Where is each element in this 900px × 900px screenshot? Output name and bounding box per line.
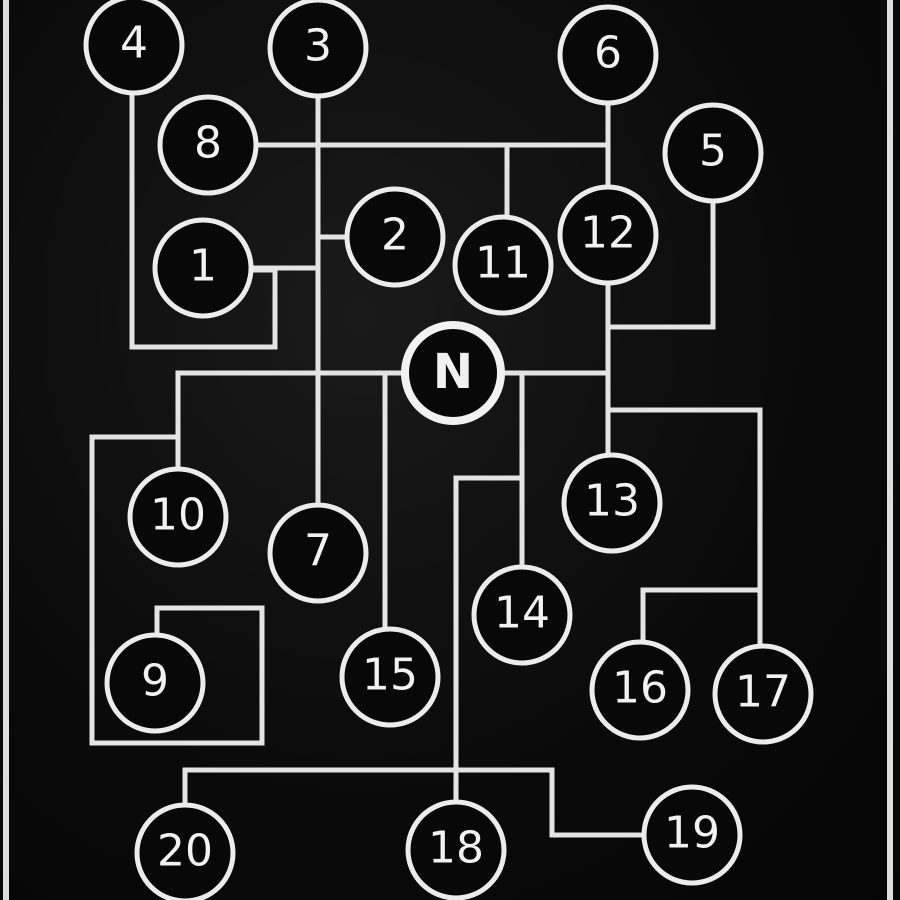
position-ring	[452, 214, 554, 316]
position-label: 18	[428, 823, 484, 874]
position-label: 3	[304, 21, 332, 72]
position-ring	[339, 626, 441, 728]
neutral-position: N	[401, 321, 505, 425]
path-5	[605, 197, 716, 330]
position-label: 4	[120, 18, 148, 69]
gear-position: 13	[561, 452, 663, 554]
position-label: 13	[584, 476, 640, 527]
gear-position: 14	[471, 564, 573, 666]
path-20-19	[182, 767, 648, 838]
gear-position: 8	[157, 94, 259, 196]
gear-position: 3	[267, 0, 369, 99]
position-ring	[662, 102, 764, 204]
position-label: 16	[612, 663, 668, 714]
path-16	[640, 587, 763, 645]
gear-position: 10	[127, 466, 229, 568]
position-ring	[557, 184, 659, 286]
position-label: 19	[664, 808, 720, 859]
position-ring	[344, 186, 446, 288]
gear-position: 7	[267, 502, 369, 604]
position-ring	[127, 466, 229, 568]
position-label: 6	[594, 28, 622, 79]
position-ring	[267, 502, 369, 604]
position-label: 9	[141, 656, 169, 707]
gear-position: 2	[344, 186, 446, 288]
position-ring	[83, 0, 185, 96]
gear-position: 1	[152, 217, 254, 319]
position-label: 17	[735, 667, 791, 718]
position-ring	[589, 639, 691, 741]
gear-position: 17	[712, 643, 814, 745]
gear-position: 11	[452, 214, 554, 316]
neutral-ring	[401, 321, 505, 425]
position-label: 1	[189, 241, 217, 292]
gear-position: 20	[134, 802, 236, 900]
gear-position: 19	[641, 784, 743, 886]
gear-position: 12	[557, 184, 659, 286]
position-ring	[104, 632, 206, 734]
position-label: 20	[157, 826, 213, 877]
path-17	[605, 407, 763, 648]
position-label: 12	[580, 208, 636, 259]
gear-position: 15	[339, 626, 441, 728]
position-label: 2	[381, 210, 409, 261]
position-label: 5	[699, 126, 727, 177]
gear-position: 6	[557, 4, 659, 106]
gear-position: 5	[662, 102, 764, 204]
position-ring	[405, 799, 507, 900]
position-ring	[134, 802, 236, 900]
position-ring	[152, 217, 254, 319]
position-label: 8	[194, 118, 222, 169]
path-neutral-left	[175, 370, 406, 468]
position-label: 11	[475, 238, 531, 289]
position-ring	[641, 784, 743, 886]
gear-position: 9	[104, 632, 206, 734]
path-18	[453, 475, 525, 803]
position-ring	[561, 452, 663, 554]
gate-paths	[89, 77, 763, 838]
gear-positions: 4 3 6 8 5 2 1 11	[83, 0, 814, 900]
position-label: 14	[494, 588, 550, 639]
position-ring	[267, 0, 369, 99]
position-ring	[471, 564, 573, 666]
position-label: 7	[304, 526, 332, 577]
gear-position: 4	[83, 0, 185, 96]
position-label: 10	[150, 490, 206, 541]
gear-position: 16	[589, 639, 691, 741]
position-ring	[157, 94, 259, 196]
path-9-loop	[89, 434, 265, 746]
position-label: 15	[362, 650, 418, 701]
neutral-label: N	[433, 344, 473, 400]
gear-position: 18	[405, 799, 507, 900]
position-ring	[557, 4, 659, 106]
position-ring	[712, 643, 814, 745]
